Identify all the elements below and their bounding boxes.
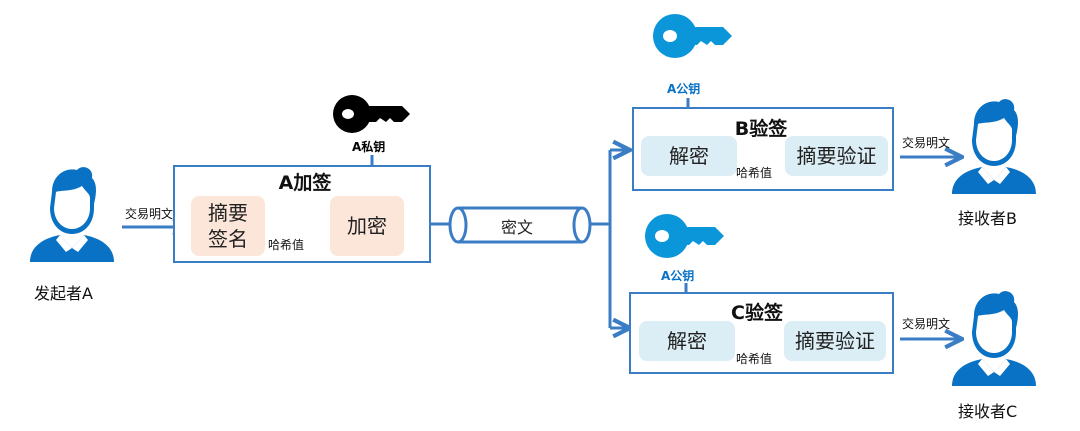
person-icon xyxy=(30,167,114,262)
private-key xyxy=(332,92,412,136)
person-icon xyxy=(952,99,1036,194)
public-key-b xyxy=(653,10,733,62)
person-icon xyxy=(952,291,1036,386)
hash-label-b: 哈希值 xyxy=(736,166,773,180)
hash-label-sign: 哈希值 xyxy=(268,238,305,252)
key-icon xyxy=(333,95,410,133)
receiver-c-label: 接收者C xyxy=(958,402,1018,421)
digest-line-2: 签名 xyxy=(208,227,248,251)
decrypt-node-c: 解密 xyxy=(639,321,735,361)
digest-sign-node: 摘要 签名 xyxy=(191,196,265,256)
plaintext-label-b: 交易明文 xyxy=(902,136,951,150)
sign-box-title: A加签 xyxy=(278,172,332,194)
key-icon xyxy=(653,14,732,58)
ciphertext-label: 密文 xyxy=(501,218,534,237)
public-key-c xyxy=(645,210,725,262)
receiver-b-label: 接收者B xyxy=(958,209,1017,228)
receiver-c xyxy=(944,286,1044,386)
decrypt-node-b: 解密 xyxy=(641,136,737,176)
verify-node-b: 摘要验证 xyxy=(785,136,888,176)
receiver-b xyxy=(944,94,1044,194)
public-key-label-b: A公钥 xyxy=(667,82,701,96)
key-icon xyxy=(645,214,724,258)
verify-box-c-title: C验签 xyxy=(731,302,783,324)
plaintext-label-sender: 交易明文 xyxy=(125,207,174,221)
ciphertext-pipe xyxy=(440,205,600,245)
plaintext-label-c: 交易明文 xyxy=(902,317,951,331)
encrypt-node: 加密 xyxy=(330,196,404,256)
hash-label-c: 哈希值 xyxy=(736,352,773,366)
public-key-label-c: A公钥 xyxy=(661,269,695,283)
verify-box-b-title: B验签 xyxy=(734,118,788,140)
sender-label: 发起者A xyxy=(34,284,93,303)
pipe-cylinder-icon xyxy=(448,206,592,244)
sender xyxy=(22,162,122,262)
digest-line-1: 摘要 xyxy=(208,201,248,225)
verify-node-c: 摘要验证 xyxy=(784,321,886,361)
private-key-label: A私钥 xyxy=(352,140,386,154)
